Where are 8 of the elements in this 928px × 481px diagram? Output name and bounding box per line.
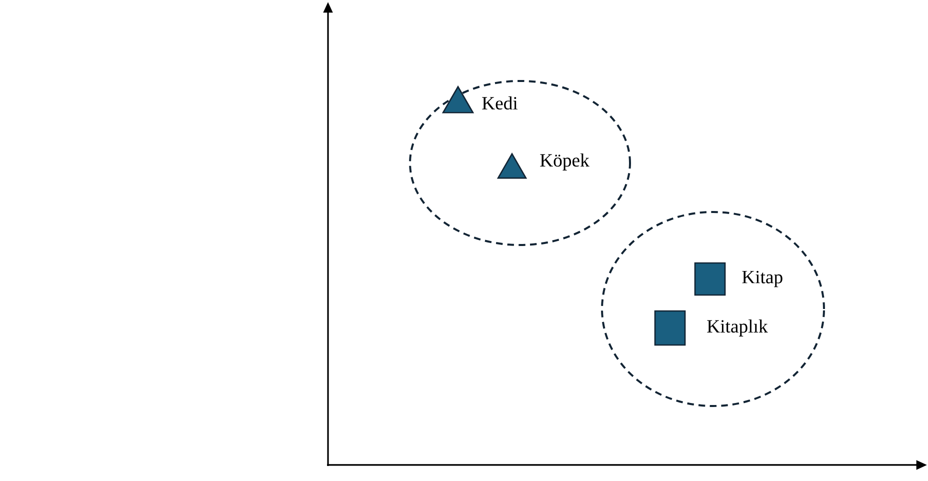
square-marker xyxy=(654,310,686,346)
point-label: Kitap xyxy=(742,270,782,288)
point-label: Köpek xyxy=(540,154,590,170)
point-label: Kedi xyxy=(482,96,518,110)
group-circle xyxy=(409,80,631,246)
group-circle xyxy=(601,211,825,407)
point-label: Kitaplık xyxy=(707,320,768,336)
square-marker xyxy=(694,262,726,296)
